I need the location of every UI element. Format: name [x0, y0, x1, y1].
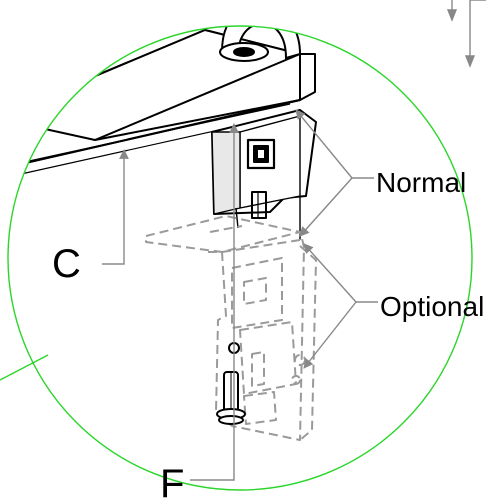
detail-view	[8, 26, 378, 481]
detail-leader-line	[0, 354, 49, 381]
callout-f-leader	[190, 123, 239, 481]
detail-circle	[7, 25, 473, 491]
top-arrows	[446, 0, 486, 68]
label-normal: Normal	[376, 167, 466, 198]
fastener-pin	[216, 342, 246, 425]
label-c: C	[52, 242, 81, 286]
bracket-normal	[211, 109, 317, 240]
callout-optional-leaders	[303, 243, 378, 369]
callout-c-leader	[102, 149, 129, 265]
top-knob	[219, 26, 302, 62]
callout-normal-leaders	[295, 109, 374, 237]
bracket-optional	[145, 215, 317, 441]
label-optional: Optional	[380, 291, 484, 322]
label-f: F	[160, 462, 184, 502]
